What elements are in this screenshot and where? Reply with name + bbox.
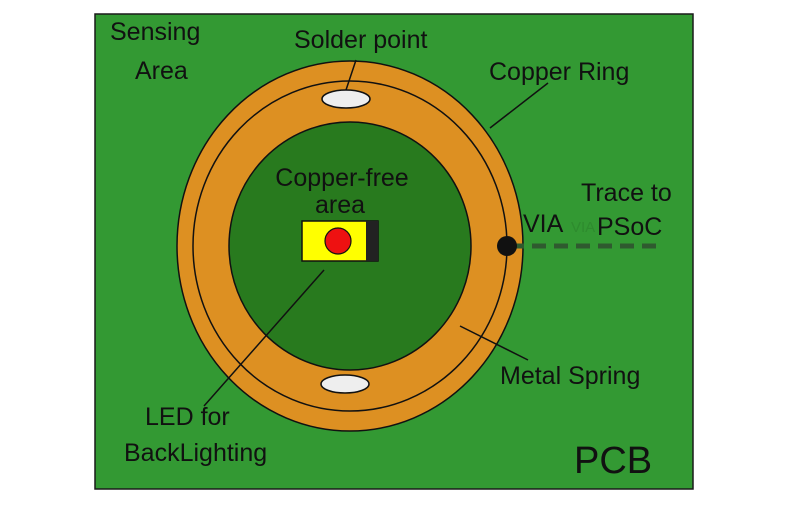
leader-solder-point: [345, 59, 357, 91]
solder-point-label: Solder point: [294, 26, 427, 54]
led-indicator: [324, 227, 352, 255]
copper-free-label-line1: Copper-free: [275, 164, 408, 192]
solder-point-top: [321, 89, 371, 109]
trace-label-line1: Trace to: [581, 179, 672, 207]
leader-led: [203, 269, 325, 407]
copper-ring-label: Copper Ring: [489, 58, 629, 86]
trace-label-line2: PSoC: [597, 213, 662, 241]
led-label-line1: LED for: [145, 403, 230, 431]
leader-metal-spring: [459, 325, 529, 361]
led-label-line2: BackLighting: [124, 439, 267, 467]
metal-spring-label: Metal Spring: [500, 362, 640, 390]
pcb-label: PCB: [574, 440, 652, 482]
copper-free-label-line2: area: [315, 191, 365, 219]
via-small-label: VIA: [571, 219, 595, 236]
leader-copper-ring: [489, 82, 549, 129]
sensing-area-label-line2: Area: [135, 57, 188, 85]
sensing-area-label-line1: Sensing: [110, 18, 200, 46]
via-dot: [497, 236, 517, 256]
via-label: VIA: [523, 210, 564, 238]
led-tab: [366, 221, 378, 261]
solder-point-bottom: [320, 374, 370, 394]
